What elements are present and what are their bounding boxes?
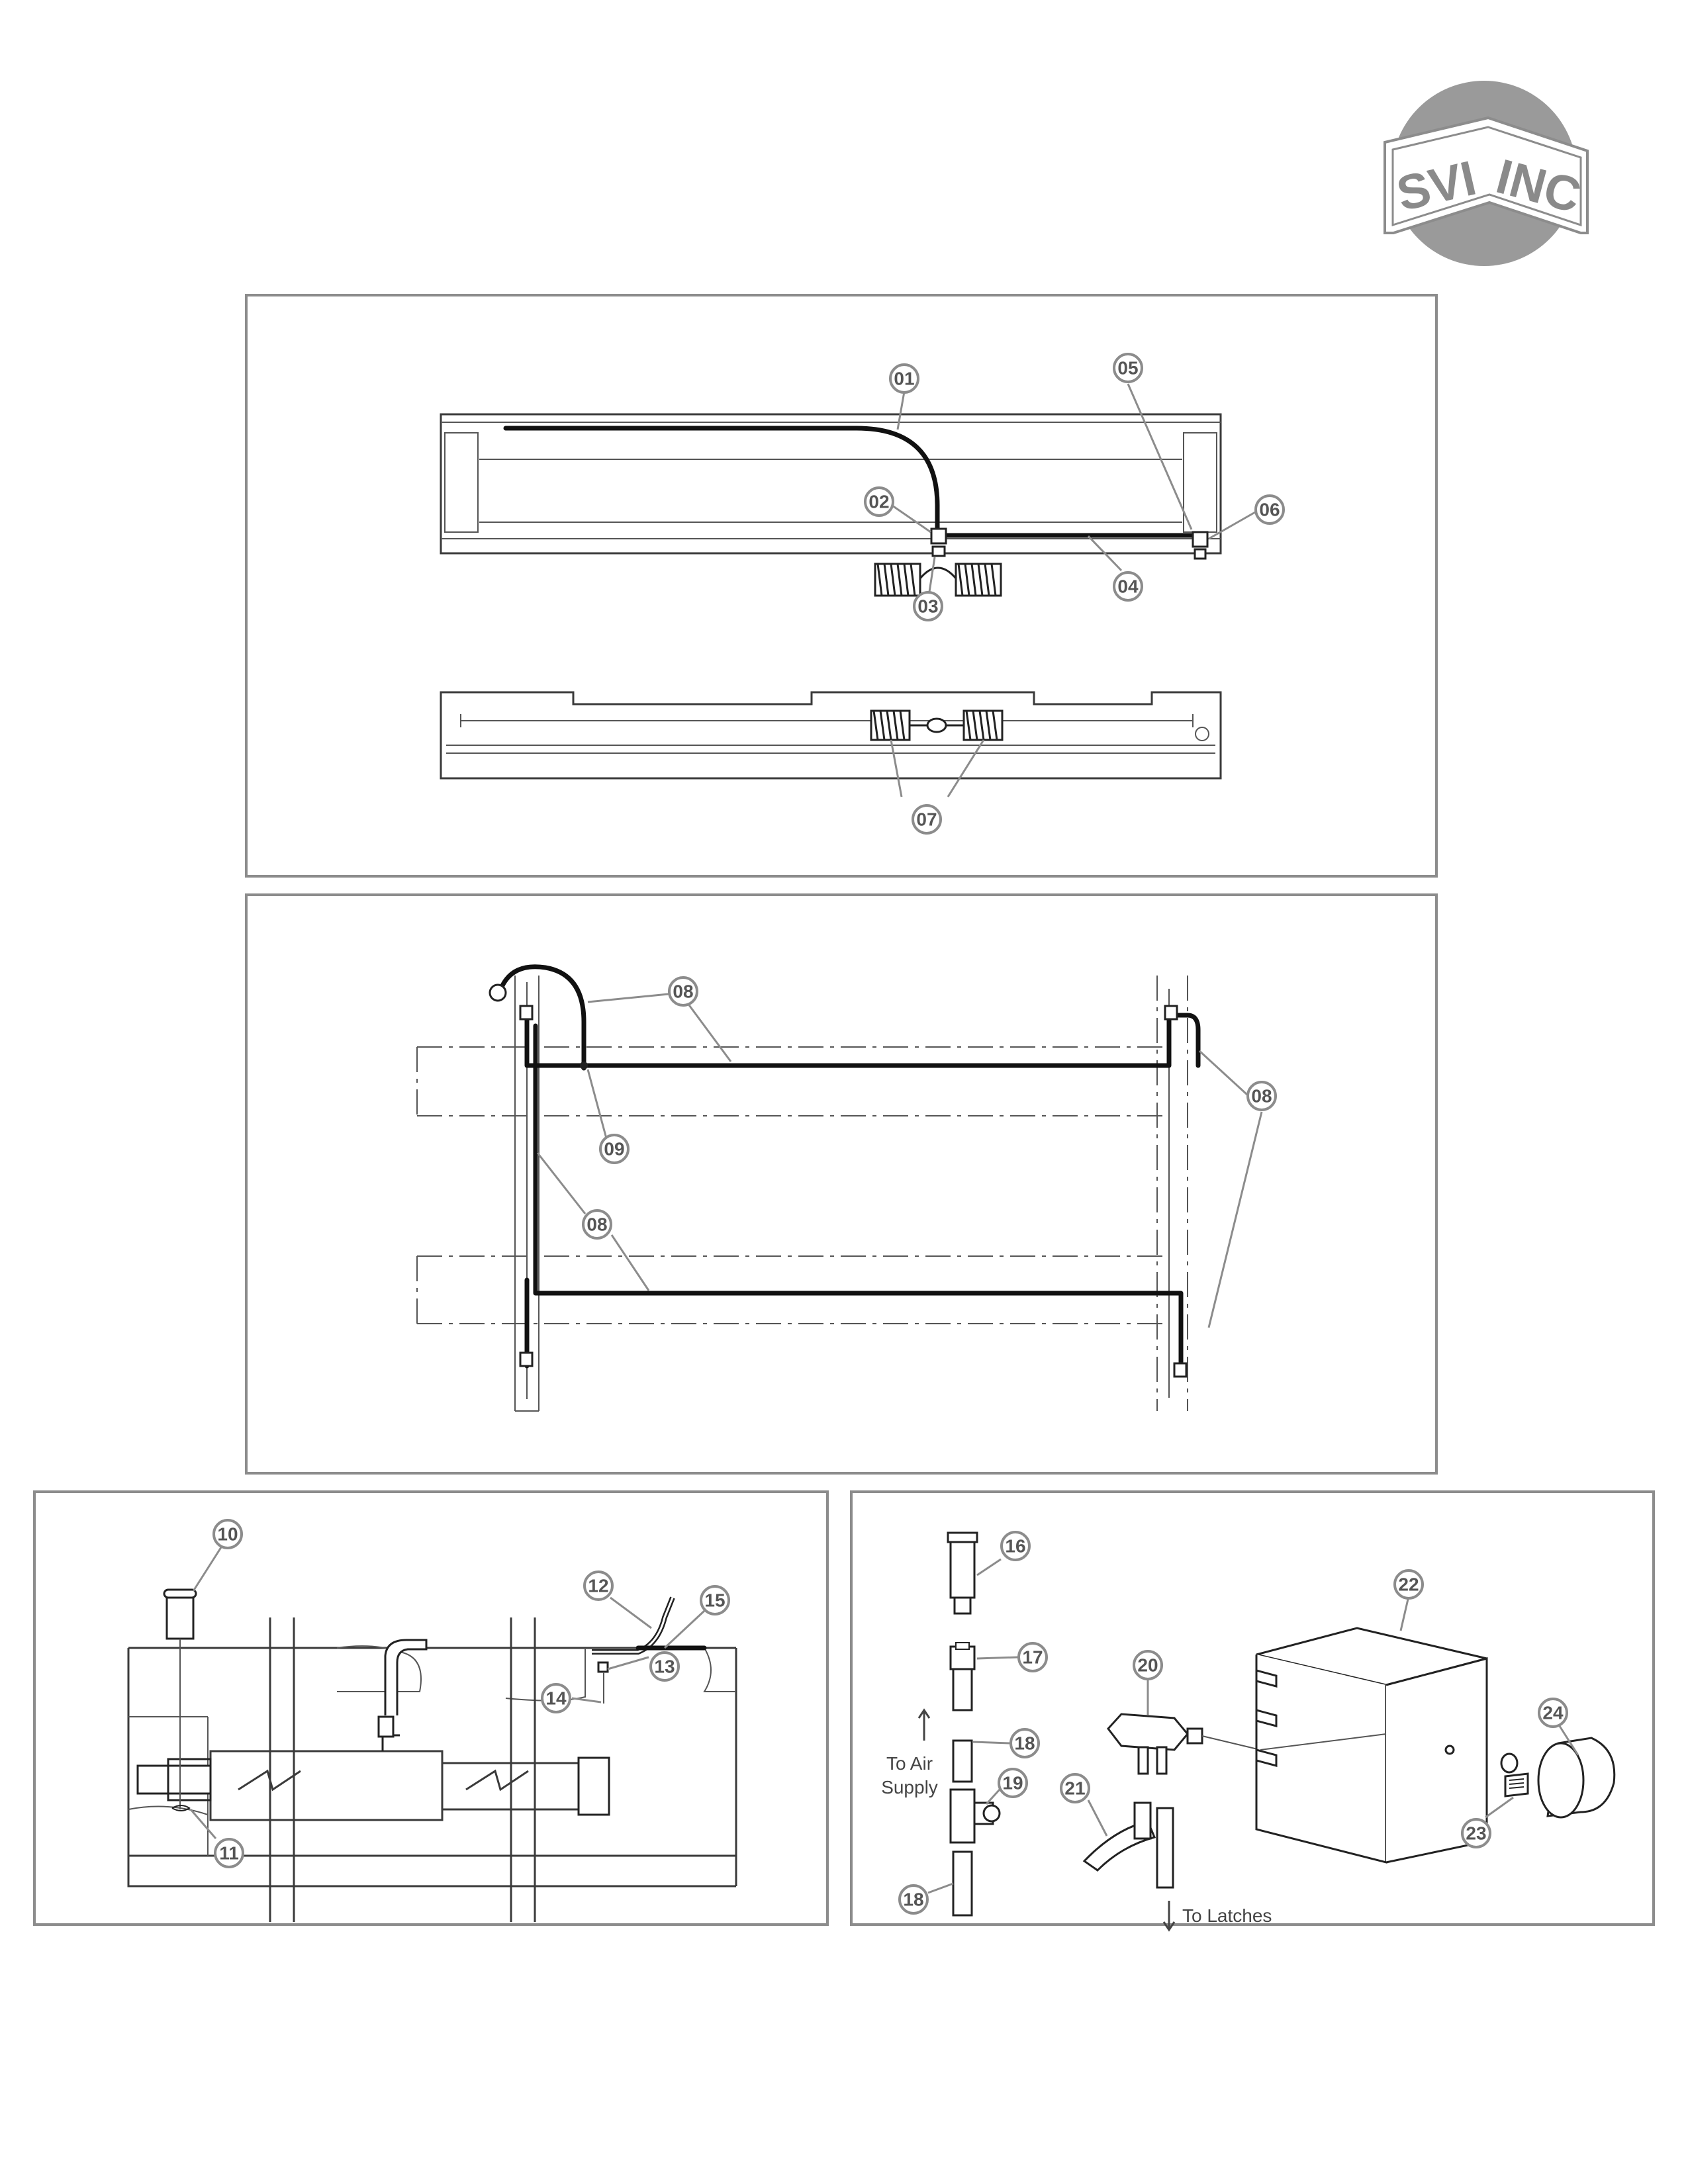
svg-text:19: 19 — [1002, 1773, 1023, 1794]
panel-top-rail: 01 02 03 04 05 06 07 — [245, 294, 1438, 878]
callout-12: 12 — [583, 1570, 614, 1601]
callout-10: 10 — [212, 1519, 243, 1549]
svg-text:18: 18 — [903, 1889, 923, 1910]
svg-text:05: 05 — [1117, 358, 1138, 379]
svg-text:23: 23 — [1466, 1823, 1486, 1844]
part-24-knob — [1500, 1737, 1616, 1819]
callout-14: 14 — [541, 1683, 571, 1713]
callout-15: 15 — [700, 1585, 730, 1615]
part-20-valve — [1107, 1713, 1261, 1775]
svg-text:16: 16 — [1005, 1536, 1025, 1557]
tee-fitting-02 — [930, 527, 947, 557]
part-16-fitting — [947, 1531, 978, 1615]
callout-06: 06 — [1254, 494, 1285, 525]
springs-03 — [874, 563, 1002, 597]
svg-text:17: 17 — [1022, 1647, 1043, 1668]
air-supply-label-line1: To Air — [886, 1753, 933, 1774]
button-10 — [163, 1588, 197, 1809]
logo-chevron-frame — [1383, 116, 1589, 234]
fittings — [489, 983, 1188, 1378]
svg-text:14: 14 — [545, 1688, 567, 1709]
svg-text:18: 18 — [1014, 1733, 1035, 1754]
callout-08-right: 08 — [1246, 1081, 1277, 1111]
panel-fittings-exploded: To Air Supply To Latches 16 17 18 18 19 … — [850, 1490, 1655, 1932]
callout-04: 04 — [1113, 571, 1143, 602]
svg-text:04: 04 — [1117, 576, 1139, 597]
door-frames-dashed — [416, 1046, 1168, 1324]
callout-11: 11 — [214, 1838, 244, 1868]
part-18-tube-middle — [952, 1739, 973, 1783]
callout-03: 03 — [913, 591, 943, 621]
svg-text:20: 20 — [1137, 1655, 1158, 1676]
part-22-bracket — [1255, 1627, 1488, 1864]
svg-text:22: 22 — [1398, 1574, 1419, 1595]
callout-16: 16 — [1000, 1531, 1031, 1561]
svg-text:08: 08 — [586, 1214, 607, 1235]
callout-05: 05 — [1113, 353, 1143, 383]
valve-body — [136, 1639, 610, 1821]
svg-text:02: 02 — [868, 492, 889, 512]
upper-rail-housing — [440, 413, 1222, 555]
hose-12 — [592, 1596, 675, 1655]
svg-text:09: 09 — [604, 1139, 624, 1160]
callout-18-lower: 18 — [898, 1884, 929, 1915]
logo-disc — [1391, 81, 1577, 266]
callout-08-top: 08 — [668, 976, 698, 1007]
part-17-nut — [949, 1642, 976, 1670]
callout-20: 20 — [1133, 1650, 1163, 1680]
part-18-tube-lower — [952, 1850, 973, 1917]
part-19-tee — [949, 1788, 1001, 1844]
panel1-drawing: 01 02 03 04 05 06 07 — [440, 353, 1285, 835]
svg-text:12: 12 — [588, 1576, 608, 1596]
callout-24: 24 — [1538, 1698, 1568, 1728]
svg-text:13: 13 — [654, 1657, 675, 1677]
callout-18-upper: 18 — [1009, 1728, 1040, 1758]
latches-arrow — [1162, 1901, 1176, 1932]
svg-text:07: 07 — [916, 809, 937, 830]
svg-text:06: 06 — [1259, 500, 1280, 520]
svg-text:03: 03 — [917, 596, 938, 617]
callout-17: 17 — [1017, 1642, 1048, 1672]
hose-01 — [503, 426, 940, 535]
part-18-tube-upper — [952, 1668, 973, 1711]
air-supply-label-line2: Supply — [881, 1777, 938, 1797]
svg-text:08: 08 — [1251, 1086, 1272, 1107]
air-supply-arrow — [917, 1708, 931, 1741]
callout-22: 22 — [1393, 1569, 1424, 1600]
callout-21: 21 — [1060, 1773, 1090, 1803]
svg-text:08: 08 — [673, 981, 693, 1002]
callout-13: 13 — [649, 1651, 680, 1682]
callout-02: 02 — [864, 486, 894, 517]
lower-rail — [440, 691, 1222, 780]
door-structure — [127, 1617, 737, 1922]
panel-valve-assembly: 10 11 12 13 14 15 — [33, 1490, 829, 1926]
svg-text:01: 01 — [894, 369, 914, 389]
latches-label: To Latches — [1182, 1905, 1272, 1926]
elbow-05 — [1192, 531, 1209, 560]
panel2-drawing: 08 08 08 09 — [416, 964, 1277, 1412]
svg-text:21: 21 — [1064, 1778, 1085, 1799]
hoses-08 — [498, 964, 1201, 1369]
callout-08-middle: 08 — [582, 1209, 612, 1240]
callout-07: 07 — [912, 804, 942, 835]
panel3-drawing: 10 11 12 13 14 15 — [127, 1519, 737, 1922]
panel4-drawing: To Air Supply To Latches 16 17 18 18 19 … — [881, 1531, 1616, 1932]
callout-09: 09 — [599, 1134, 630, 1164]
svg-text:10: 10 — [217, 1524, 238, 1545]
part-23-plate — [1504, 1772, 1529, 1797]
svg-text:24: 24 — [1542, 1703, 1564, 1723]
callout-01: 01 — [889, 363, 919, 394]
callout-23: 23 — [1461, 1818, 1491, 1848]
callout-19: 19 — [998, 1768, 1028, 1798]
svg-text:11: 11 — [219, 1843, 239, 1864]
logo-text-left: SVI — [1391, 150, 1481, 222]
logo-text-right: INC — [1491, 148, 1587, 223]
panel-hose-routing: 08 08 08 09 — [245, 893, 1438, 1475]
svg-text:15: 15 — [704, 1590, 725, 1611]
